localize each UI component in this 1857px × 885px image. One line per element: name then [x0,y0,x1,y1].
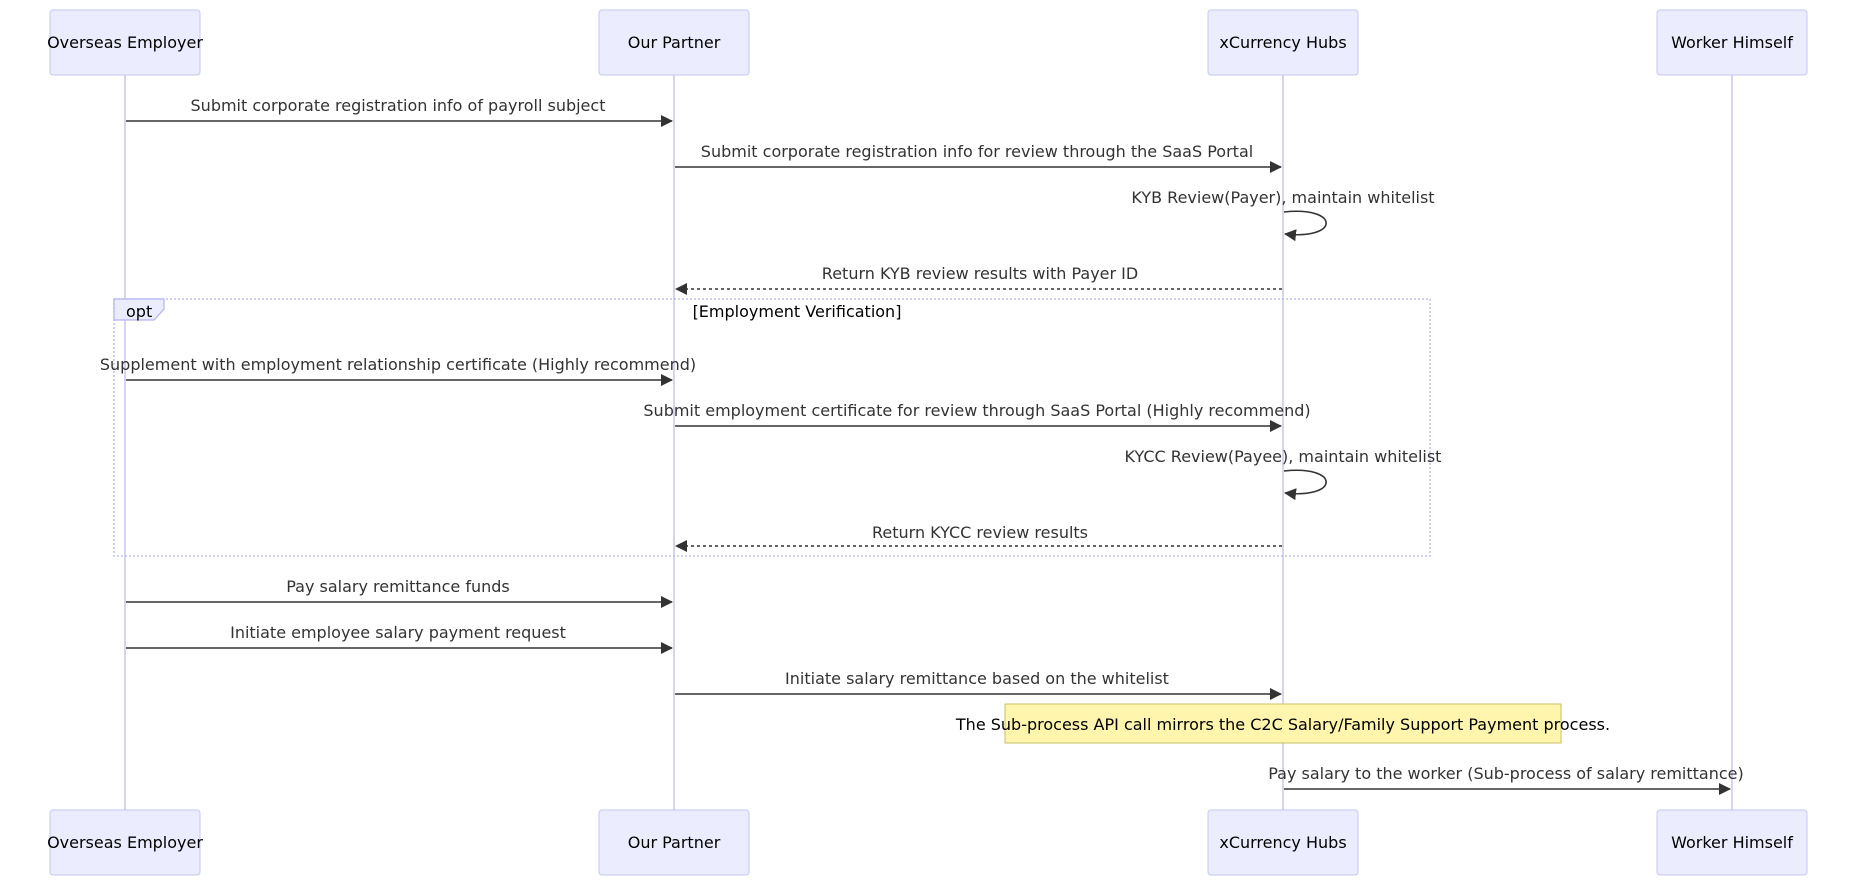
message-submit-for-review-saas: Submit corporate registration info for r… [675,142,1282,173]
message-return-kycc-results: Return KYCC review results [675,523,1282,552]
message-kyb-review-self: KYB Review(Payer), maintain whitelist [1131,188,1435,242]
message-label: Submit corporate registration info of pa… [191,96,606,115]
message-label: Supplement with employment relationship … [100,355,696,374]
actor-label: Overseas Employer [47,33,203,52]
opt-frame: opt [Employment Verification] [113,298,1431,557]
actor-top-overseas-employer: Overseas Employer [47,9,203,76]
message-supplement-certificate: Supplement with employment relationship … [100,355,696,386]
opt-frame-condition: [Employment Verification] [693,302,902,321]
message-initiate-payment-request: Initiate employee salary payment request [126,623,673,654]
message-label: Submit employment certificate for review… [643,401,1310,420]
message-label: Initiate salary remittance based on the … [785,669,1169,688]
message-label: Return KYCC review results [872,523,1088,542]
message-label: KYCC Review(Payee), maintain whitelist [1125,447,1442,466]
message-return-kyb-results: Return KYB review results with Payer ID [675,264,1282,295]
message-label: Pay salary to the worker (Sub-process of… [1268,764,1744,783]
message-label: KYB Review(Payer), maintain whitelist [1131,188,1434,207]
actor-label: xCurrency Hubs [1219,33,1346,52]
message-label: Initiate employee salary payment request [230,623,566,642]
message-pay-remittance-funds: Pay salary remittance funds [126,577,673,608]
actor-label: xCurrency Hubs [1219,833,1346,852]
actor-top-xcurrency-hubs: xCurrency Hubs [1207,9,1359,76]
actor-label: Overseas Employer [47,833,203,852]
actor-label: Worker Himself [1671,33,1793,52]
actor-top-our-partner: Our Partner [598,9,750,76]
note-subprocess-api: The Sub-process API call mirrors the C2C… [955,703,1610,744]
message-submit-registration-info: Submit corporate registration info of pa… [126,96,673,127]
message-label: Submit corporate registration info for r… [701,142,1253,161]
message-submit-certificate-saas: Submit employment certificate for review… [643,401,1311,432]
actor-bottom-our-partner: Our Partner [598,809,750,876]
message-pay-salary-worker: Pay salary to the worker (Sub-process of… [1268,764,1744,795]
opt-frame-keyword: opt [126,302,152,321]
actor-label: Our Partner [628,33,721,52]
message-label: Pay salary remittance funds [286,577,510,596]
opt-frame-tab [113,298,165,321]
note-text: The Sub-process API call mirrors the C2C… [955,715,1610,734]
message-kycc-review-self: KYCC Review(Payee), maintain whitelist [1125,447,1442,501]
actor-label: Worker Himself [1671,833,1793,852]
actor-label: Our Partner [628,833,721,852]
actor-top-worker-himself: Worker Himself [1656,9,1808,76]
message-label: Return KYB review results with Payer ID [822,264,1138,283]
actor-bottom-overseas-employer: Overseas Employer [47,809,203,876]
actor-bottom-xcurrency-hubs: xCurrency Hubs [1207,809,1359,876]
message-initiate-salary-remittance: Initiate salary remittance based on the … [675,669,1282,700]
actor-bottom-worker-himself: Worker Himself [1656,809,1808,876]
